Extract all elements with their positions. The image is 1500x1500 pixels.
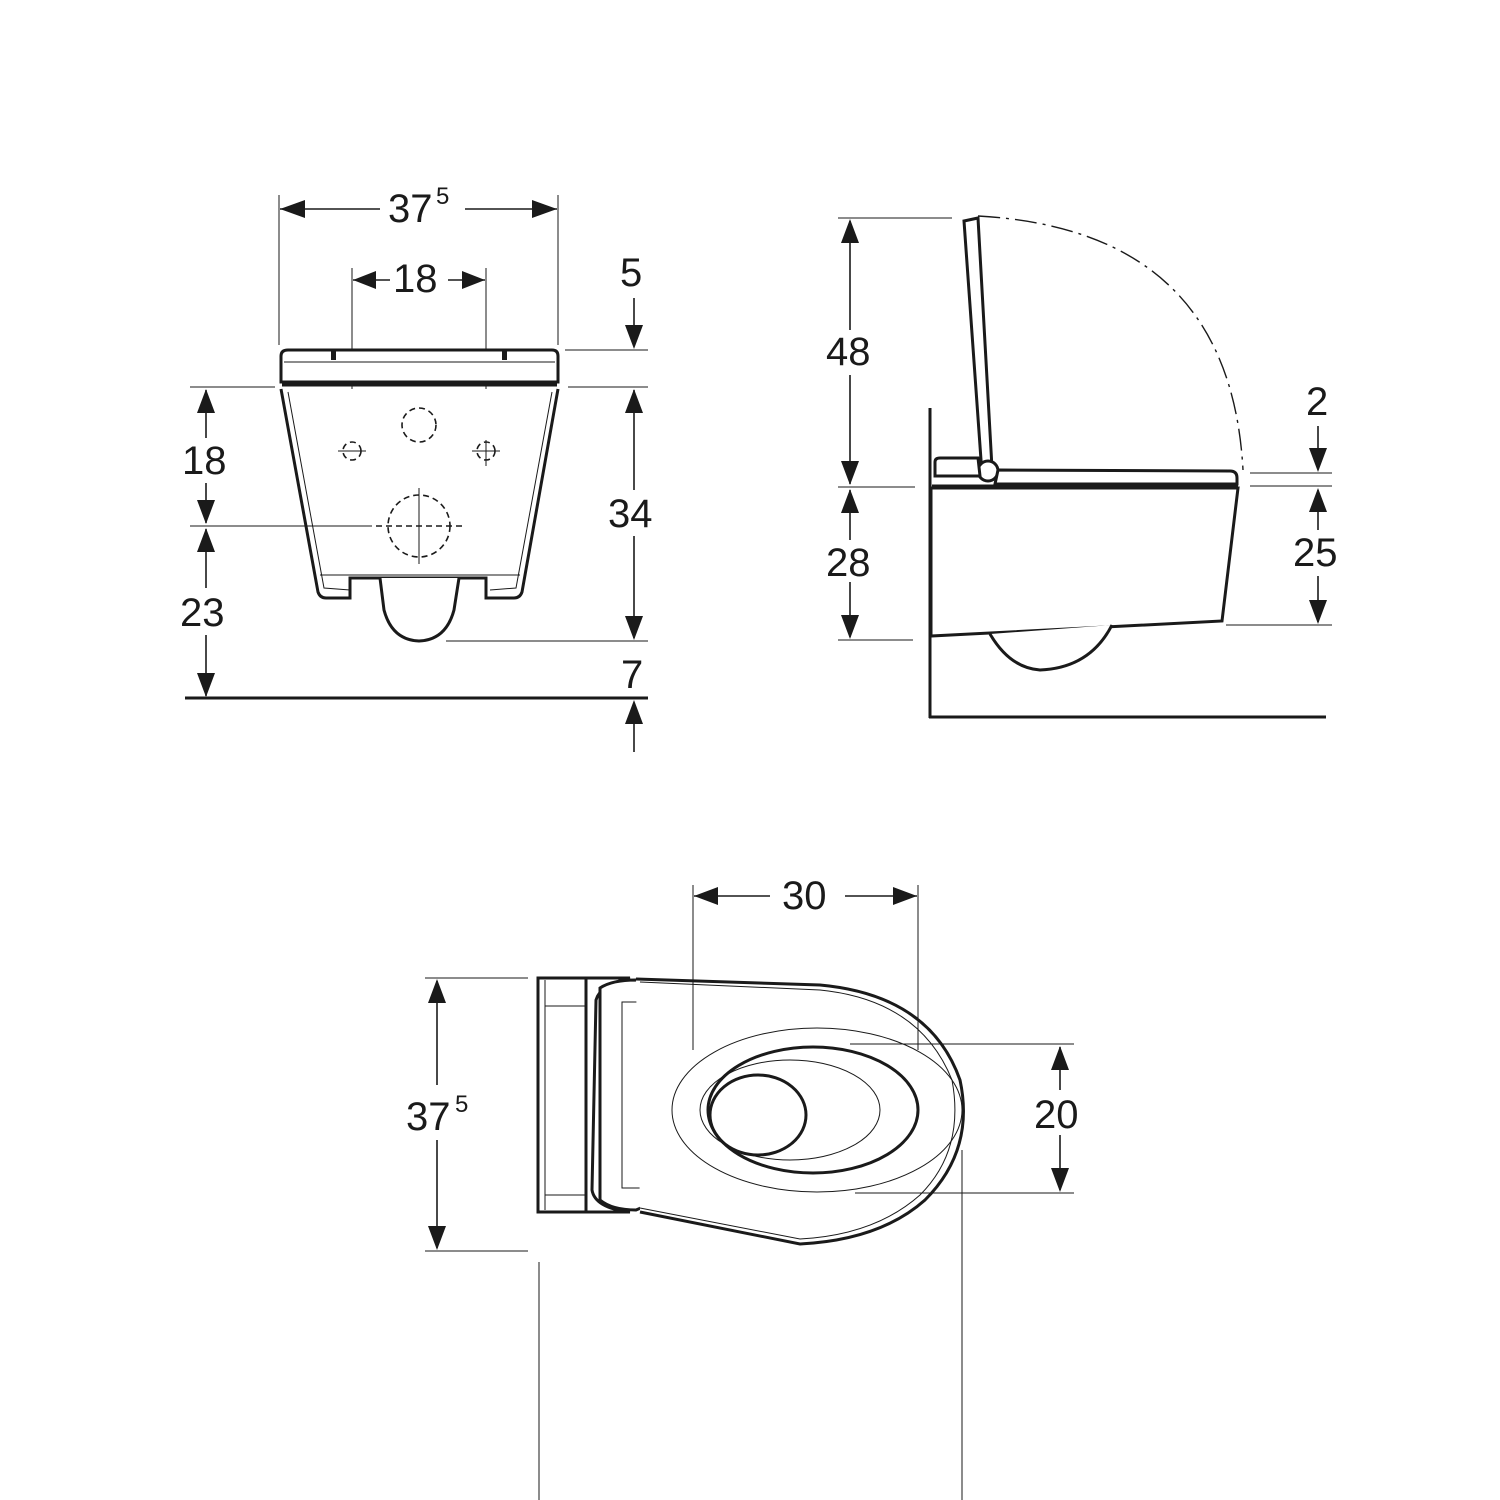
side-view: 48 28 2 25	[826, 215, 1338, 719]
front-width-sup: 5	[436, 183, 449, 210]
front-fixing-spacing-label: 18	[393, 257, 438, 301]
top-opening-width-label: 20	[1034, 1093, 1079, 1137]
top-opening-length-label: 30	[782, 874, 827, 918]
front-outlet-height-label: 23	[180, 591, 225, 635]
front-floor-clearance-label: 7	[621, 653, 643, 697]
top-view: 30 20 37 5 56 5	[406, 874, 1079, 1500]
front-view: 37 5 18	[180, 183, 653, 752]
side-rear-height-label: 28	[826, 541, 871, 585]
front-fixing-height-label: 18	[182, 439, 227, 483]
side-front-height-label: 25	[1293, 531, 1338, 575]
side-seat-gap-label: 2	[1306, 380, 1328, 424]
side-lid-height-label: 48	[826, 330, 871, 374]
front-width-label: 37	[388, 187, 433, 231]
top-width-sup: 5	[455, 1091, 468, 1118]
top-width-label: 37	[406, 1095, 451, 1139]
front-body-height-label: 34	[608, 492, 653, 536]
front-seat-thickness-label: 5	[620, 251, 642, 295]
